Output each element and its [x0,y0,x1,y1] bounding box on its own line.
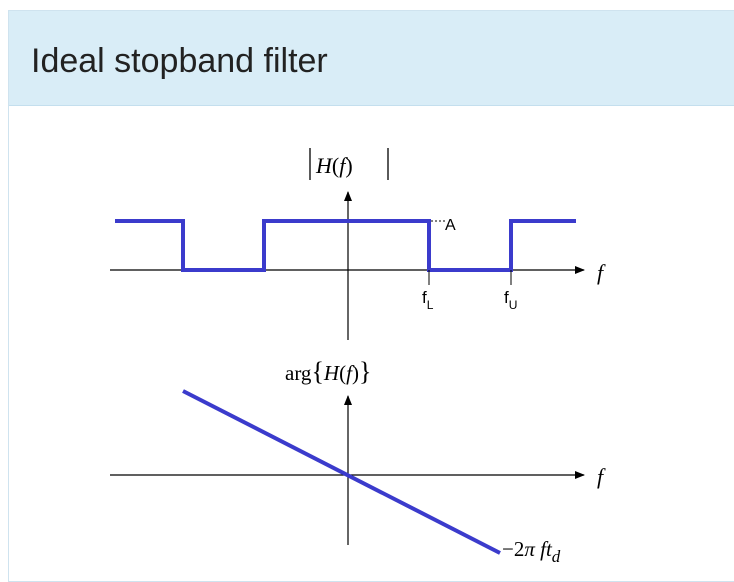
phase-y-brace-open: { [311,357,323,386]
phase-y-label: arg{H(f)} [285,357,371,386]
magnitude-x-label: f [597,260,606,285]
marker-fl: fL [422,288,434,312]
slope-sub: d [552,547,561,566]
marker-fu-main: f [504,288,509,307]
phase-y-arg: f [346,361,355,385]
phase-response-trace [182,389,501,555]
phase-plot: f arg{H(f)} −2π ftd [110,357,606,566]
magnitude-y-label: H(f) [309,148,389,180]
phase-y-prefix: arg [285,361,312,385]
magnitude-y-open: ( [332,153,339,178]
phase-y-brace-close: } [359,357,371,386]
magnitude-response-trace [115,219,576,272]
slope-label: −2π ftd [502,537,561,566]
level-a-label: A [445,217,456,234]
magnitude-y-arg: f [339,153,348,178]
phase-y-func: H [323,361,341,385]
marker-fl-sub: L [427,298,434,312]
magnitude-y-close: ) [345,153,352,178]
phase-y-open: ( [339,361,346,385]
marker-fl-main: f [422,288,427,307]
magnitude-y-label-text: H(f) [315,153,353,178]
slope-pi: π [524,537,535,561]
marker-fu: fU [504,288,517,312]
marker-fu-sub: U [509,298,518,312]
phase-x-label: f [597,464,606,489]
magnitude-y-func: H [315,153,333,178]
slope-prefix: −2 [502,537,524,561]
panel-title: Ideal stopband filter [31,42,328,80]
phase-y-close: ) [352,361,359,385]
magnitude-plot: A fL fU f H(f) [110,148,606,340]
panel-header: Ideal stopband filter [9,11,734,106]
slope-f: ft [535,537,553,561]
